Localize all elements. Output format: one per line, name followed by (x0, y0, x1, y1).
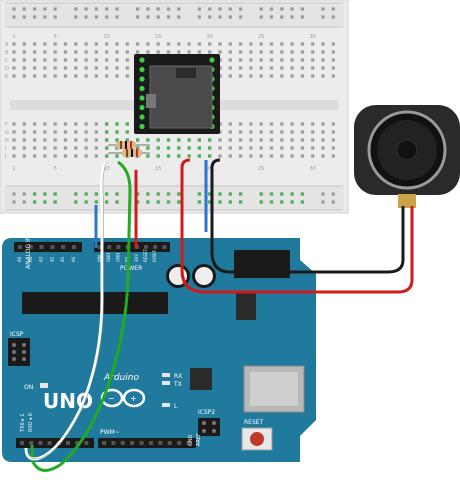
power-pin-label: VIN (97, 255, 102, 262)
column-number: 15 (155, 166, 161, 172)
aref-label: AREF (196, 433, 202, 446)
pwm-label: PWM~ (100, 429, 120, 436)
arduino-uno-board: ANALOG IN POWER Arduino UNO ON RX TX L I… (2, 236, 316, 462)
analog-pin-label: A1 (60, 256, 65, 262)
column-number: 15 (155, 34, 161, 40)
column-number: 10 (104, 34, 110, 40)
analog-pin-label: A4 (28, 256, 33, 262)
led-tx-label: TX (173, 381, 182, 388)
analog-pin-label: A0 (71, 256, 76, 262)
led-l-label: L (174, 403, 178, 410)
resistors (108, 141, 150, 157)
speaker (354, 105, 460, 208)
column-number: 1 (12, 166, 15, 172)
column-number: 5 (54, 34, 57, 40)
column-number: 30 (310, 34, 316, 40)
column-number: 1 (12, 34, 15, 40)
brand-label: Arduino (103, 373, 139, 383)
power-pin-label: GND (115, 253, 120, 262)
rx-pin-label: RX0 ◂ 0 (28, 413, 34, 432)
dfplayer-mini-module (134, 54, 220, 134)
svg-text:−: − (108, 394, 115, 403)
power-label: POWER (120, 265, 142, 272)
row-letter: A (5, 42, 9, 48)
row-letter: C (5, 58, 9, 64)
row-letter: H (5, 138, 9, 144)
reset-label: RESET (244, 419, 264, 426)
analog-label: ANALOG IN (25, 236, 32, 269)
wires (24, 158, 414, 472)
row-letter: F (5, 122, 8, 128)
power-pin-label: IOREF (152, 249, 157, 262)
row-letter: J (4, 154, 6, 160)
column-number: 25 (258, 34, 264, 40)
column-number: 20 (207, 34, 213, 40)
column-number: 20 (207, 166, 213, 172)
icsp2-label: ICSP2 (198, 409, 215, 416)
analog-pin-label: A2 (49, 256, 54, 262)
led-on-label: ON (24, 384, 33, 391)
row-letter: I (5, 146, 6, 152)
svg-text:+: + (130, 394, 137, 403)
led-rx-label: RX (174, 373, 182, 380)
row-letter: G (5, 130, 9, 136)
power-pin-label: 3V3 (134, 254, 139, 262)
tx-pin-label: TX0 ▸ 1 (20, 413, 26, 433)
power-pin-label: RESET (143, 249, 148, 262)
gnd-label: GND (188, 434, 194, 446)
column-number: 10 (104, 166, 110, 172)
analog-pin-label: A5 (17, 256, 22, 262)
column-number: 30 (310, 166, 316, 172)
row-letter: D (5, 66, 9, 72)
row-letter: E (5, 74, 8, 80)
icsp-left-label: ICSP (10, 331, 24, 338)
analog-pin-label: A3 (39, 256, 44, 262)
column-number: 25 (258, 166, 264, 172)
column-number: 5 (54, 166, 57, 172)
power-pin-label: GND (106, 253, 111, 262)
row-letter: B (5, 50, 9, 56)
